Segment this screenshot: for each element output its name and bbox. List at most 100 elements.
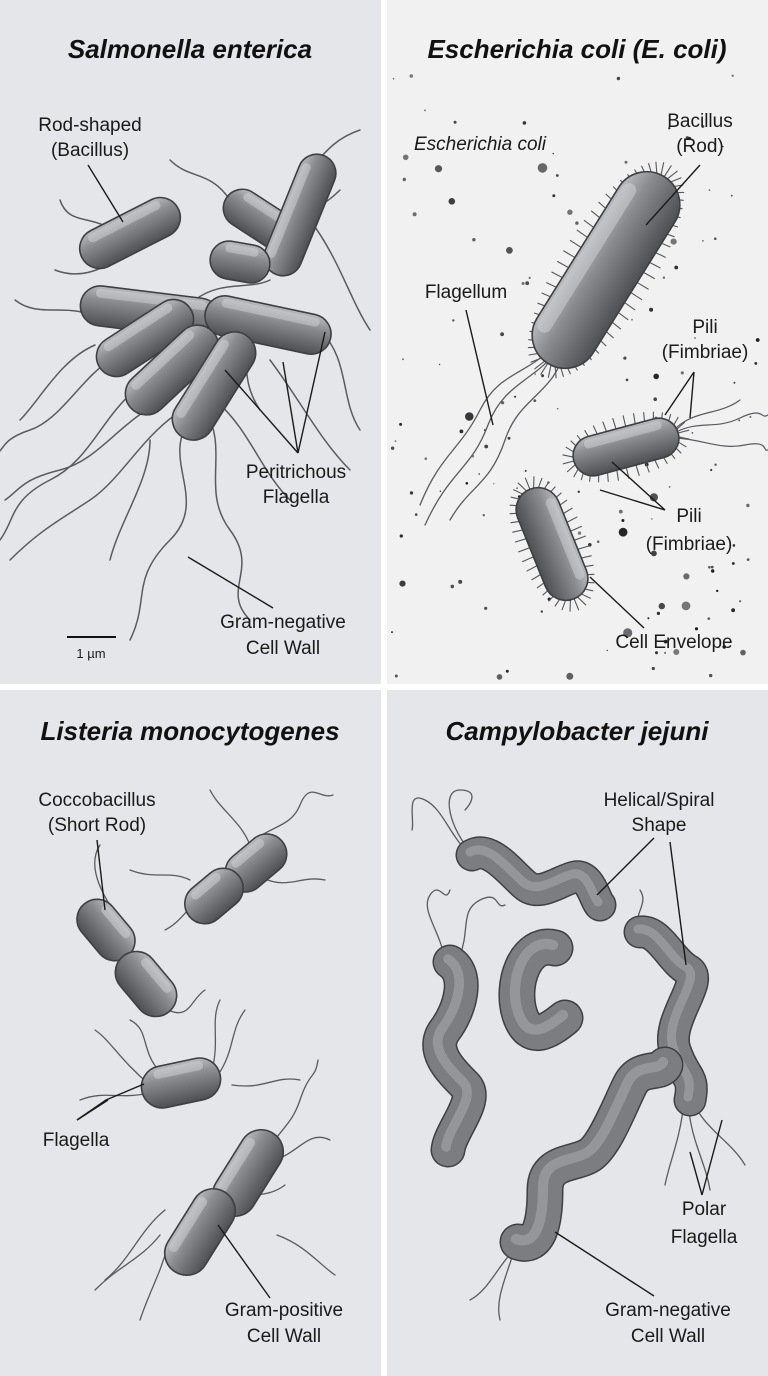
pilus <box>616 468 619 481</box>
speckle <box>664 651 667 654</box>
speckle <box>556 407 559 410</box>
label-bacillus-ecoli: Bacillus <box>667 111 732 132</box>
speckle <box>708 565 711 569</box>
flagellum <box>9 414 176 561</box>
speckle <box>399 422 403 426</box>
flagellum <box>204 409 251 621</box>
flagellum <box>0 359 111 453</box>
scale-bar-label: 1 µm <box>76 646 105 661</box>
label-polar-flagella: Flagella <box>671 1227 738 1248</box>
speckle <box>577 531 582 535</box>
flagellum <box>459 896 506 956</box>
bacterium-cell <box>124 324 220 416</box>
speckle <box>540 610 543 613</box>
flagellum <box>419 341 558 506</box>
speckle <box>701 125 705 128</box>
flagellum <box>4 399 166 501</box>
speckle <box>670 238 677 245</box>
label-shape: Shape <box>632 815 687 836</box>
bacterium-cell <box>163 1187 237 1277</box>
speckle <box>452 319 455 322</box>
flagellum <box>309 219 371 331</box>
pilus <box>642 271 655 280</box>
cell-highlight <box>140 958 172 993</box>
pilus <box>644 461 650 473</box>
cell-body <box>531 170 681 370</box>
speckle <box>534 373 536 375</box>
flagellum <box>167 989 206 1014</box>
speckle <box>493 483 495 485</box>
speckle <box>680 371 684 375</box>
label-flagellum: Flagellum <box>425 282 507 303</box>
speckle <box>414 513 418 516</box>
speckle <box>394 674 398 678</box>
pilus <box>616 311 629 321</box>
pilus <box>562 460 575 465</box>
label-coccobacillus: Coccobacillus <box>38 790 155 811</box>
leader-line <box>669 841 687 966</box>
leader-line <box>297 331 326 454</box>
speckle <box>505 669 509 673</box>
flagellum <box>217 1009 246 1076</box>
flagellum <box>269 359 351 471</box>
speckle <box>465 482 469 485</box>
speckle <box>730 194 733 197</box>
speckle <box>555 174 559 177</box>
flagellum <box>19 344 96 421</box>
cell-highlight <box>176 339 229 419</box>
pilus <box>562 454 575 458</box>
speckle <box>708 189 711 192</box>
cell-highlight <box>216 1137 256 1194</box>
speckle <box>484 606 488 610</box>
speckle <box>662 276 666 279</box>
flagellum <box>276 1234 336 1276</box>
cell-body <box>78 196 182 270</box>
speckle <box>424 457 428 461</box>
speckle <box>567 209 573 215</box>
speckle <box>533 399 537 402</box>
speckle <box>749 416 752 418</box>
label-fimbriae-1: (Fimbriae) <box>662 342 749 363</box>
speckle <box>623 628 633 638</box>
pilus <box>534 360 546 370</box>
speckle <box>552 194 556 198</box>
leader-lines <box>76 164 723 1299</box>
pilus <box>551 271 564 279</box>
speckle <box>653 397 657 402</box>
speckle <box>731 608 735 613</box>
flagellum <box>94 1029 151 1086</box>
leader-line <box>187 556 274 609</box>
speckle <box>399 534 403 538</box>
pilus <box>660 162 665 176</box>
pilus <box>583 219 596 229</box>
label-helical-spiral: Helical/Spiral <box>604 790 715 811</box>
label-gram-negative: Gram-negative <box>220 612 346 633</box>
speckle <box>484 444 489 449</box>
cell-body <box>263 153 337 277</box>
pilus <box>630 291 643 301</box>
speckle <box>394 440 397 442</box>
speckle <box>438 363 441 366</box>
speckle <box>647 617 650 620</box>
speckle <box>566 672 574 680</box>
bacterium-cell <box>184 867 244 925</box>
flagellum <box>104 1209 166 1281</box>
bacterium-cell <box>78 196 182 270</box>
speckle <box>448 198 456 205</box>
speckle <box>516 487 518 489</box>
speckle <box>521 282 525 285</box>
speckle <box>714 237 717 240</box>
label-gram-negative-campy: Gram-negative <box>605 1300 731 1321</box>
flagellum <box>676 437 768 451</box>
leader-line <box>76 1099 109 1121</box>
bacterium-cell <box>572 417 680 477</box>
spiral-cell-highlight <box>432 954 472 1152</box>
spiral-cell-highlight <box>510 1056 669 1246</box>
pilus <box>612 417 617 430</box>
pilus <box>526 564 539 572</box>
speckle <box>524 469 527 472</box>
flagellum <box>129 419 191 641</box>
speckle <box>746 558 750 561</box>
speckle <box>673 649 680 655</box>
bacterium-cell <box>171 331 257 441</box>
